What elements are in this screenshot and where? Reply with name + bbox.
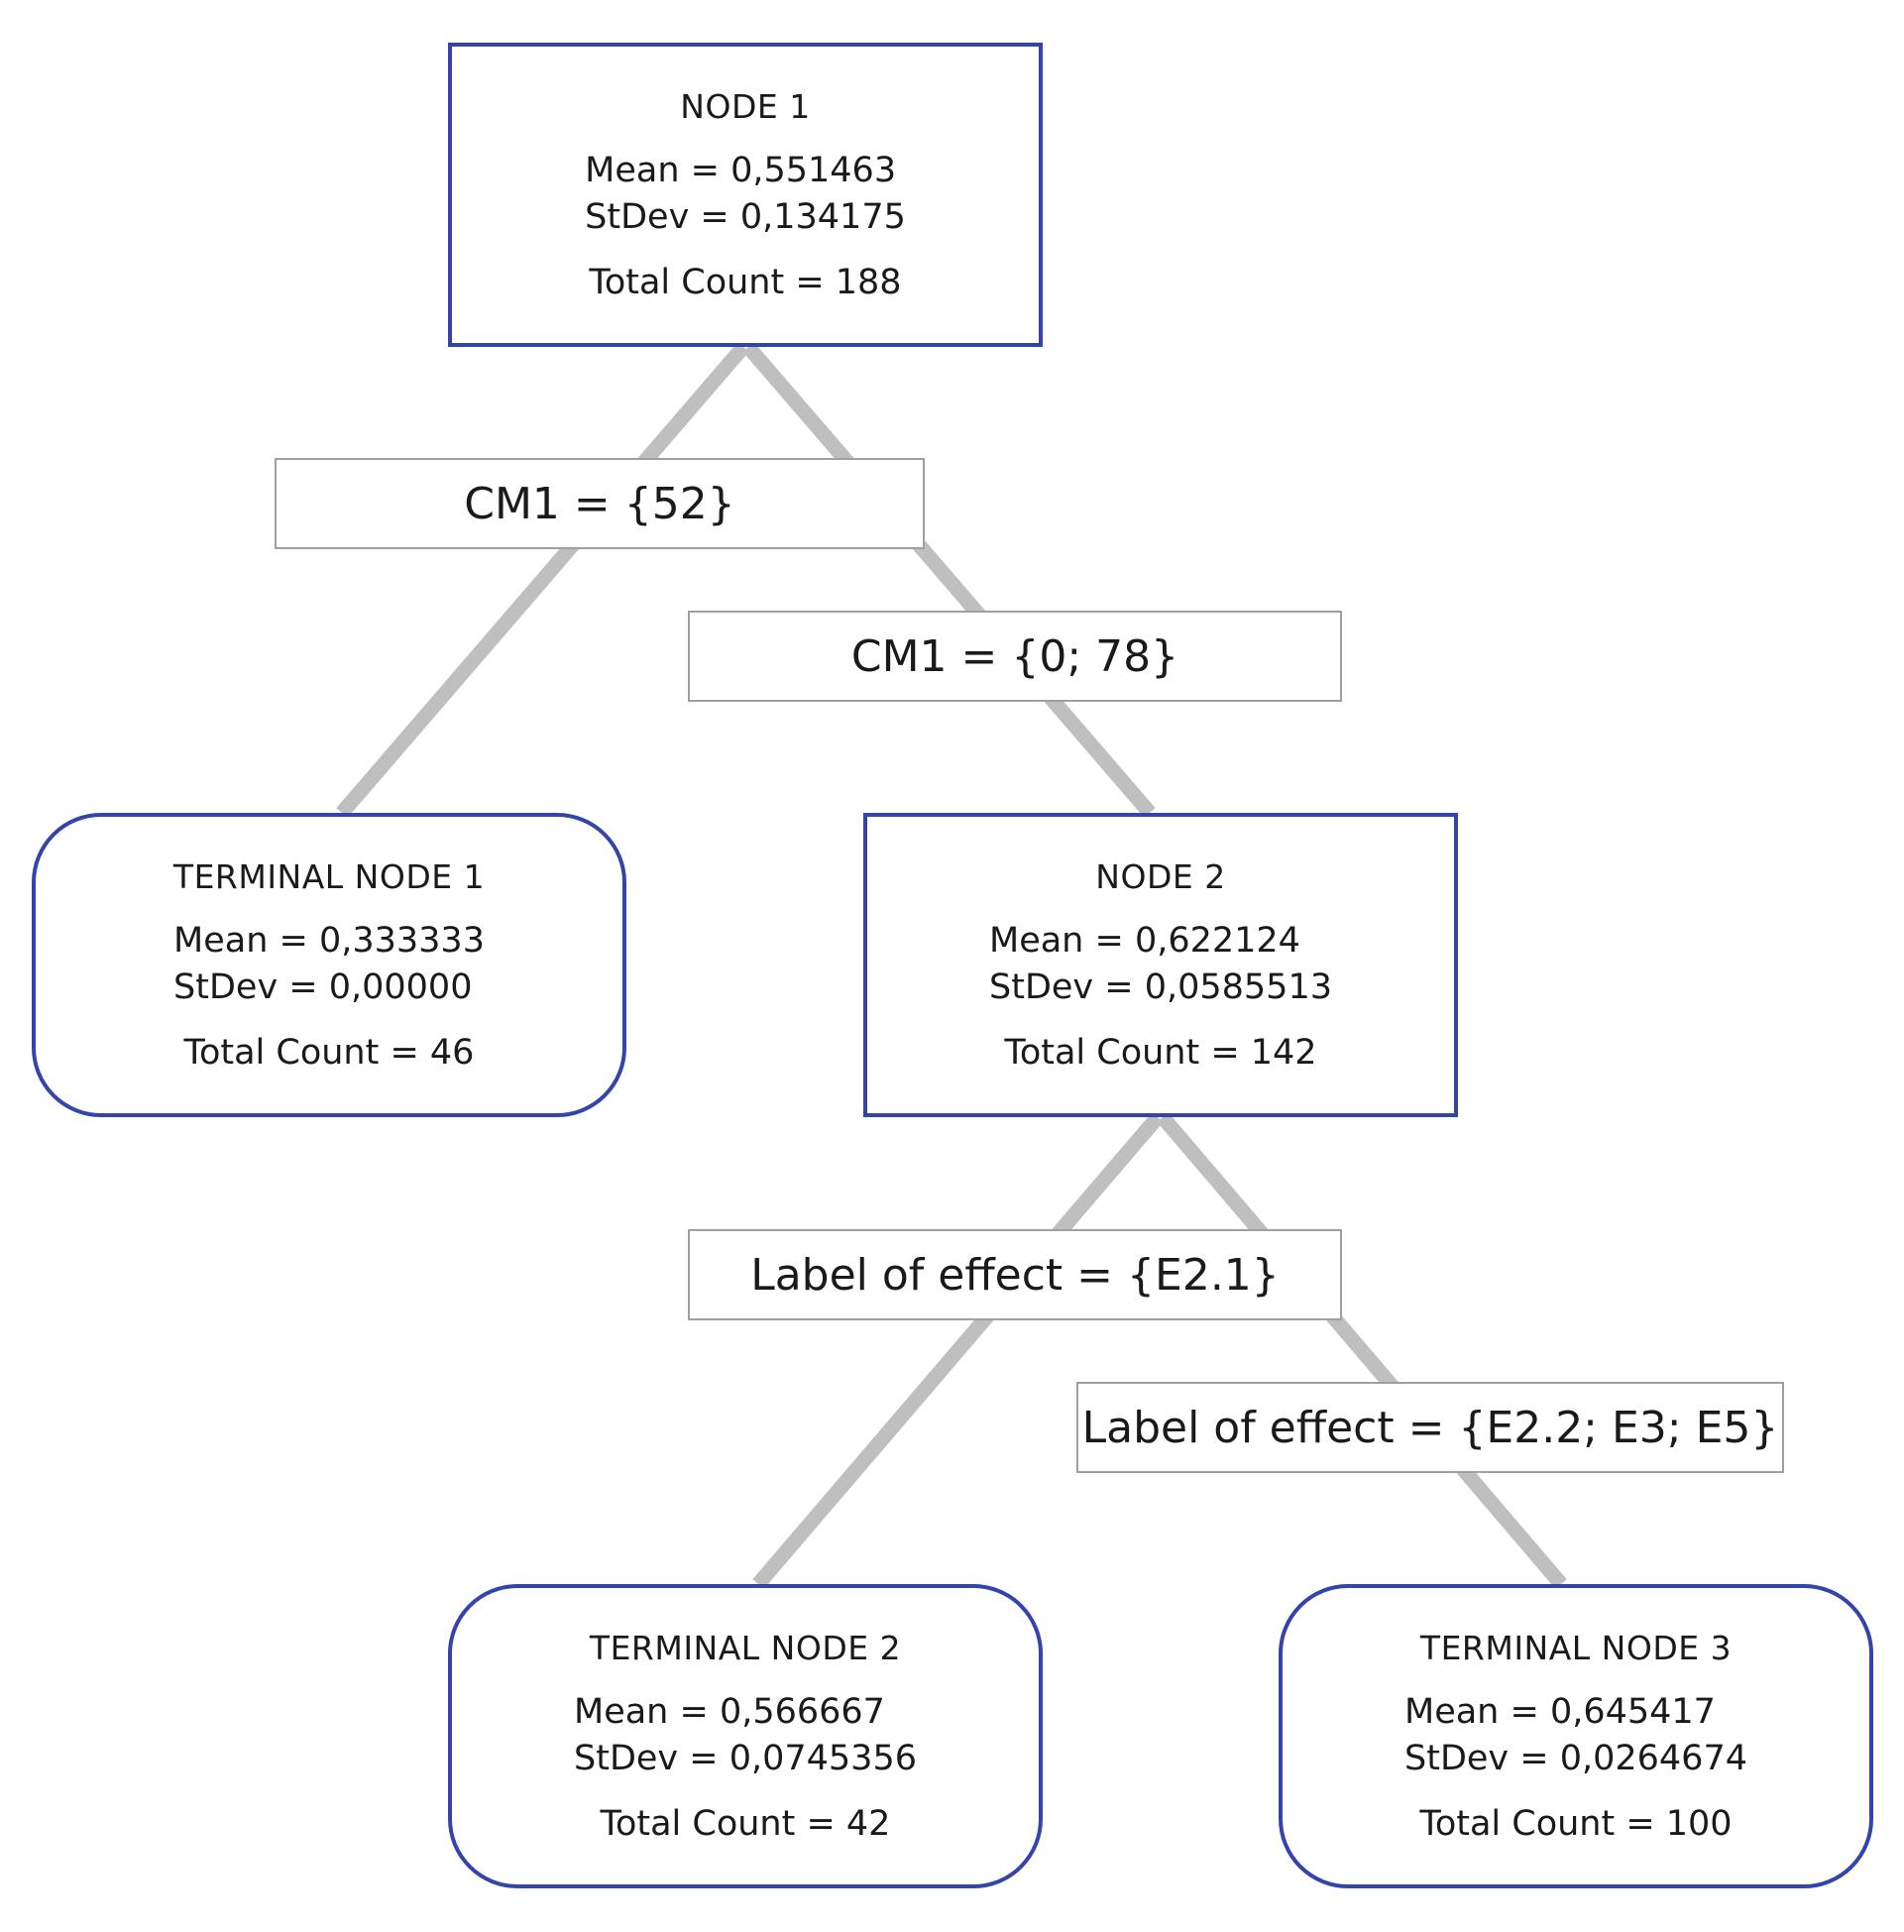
node-mean: Mean = 0,333333 [173, 921, 485, 961]
terminal-node-3: TERMINAL NODE 3 Mean = 0,645417 StDev = … [1279, 1584, 1873, 1888]
node-stdev: StDev = 0,0585513 [989, 967, 1332, 1007]
node-stdev: StDev = 0,134175 [585, 197, 906, 237]
node-count: Total Count = 42 [600, 1804, 891, 1844]
node-stdev: StDev = 0,0264674 [1404, 1739, 1747, 1778]
node-title: TERMINAL NODE 2 [589, 1629, 902, 1667]
node-title: TERMINAL NODE 3 [1419, 1629, 1733, 1667]
edge-node2-terminal2 [752, 1112, 1164, 1589]
edge-node1-node2 [742, 342, 1156, 818]
node-mean: Mean = 0,566667 [574, 1692, 885, 1732]
node-1: NODE 1 Mean = 0,551463 StDev = 0,134175 … [448, 43, 1043, 347]
terminal-node-2: TERMINAL NODE 2 Mean = 0,566667 StDev = … [448, 1584, 1043, 1888]
node-count: Total Count = 142 [1004, 1033, 1317, 1073]
node-title: TERMINAL NODE 1 [172, 857, 486, 896]
node-count: Total Count = 188 [589, 263, 902, 302]
split-condition-cm1-52: CM1 = {52} [275, 458, 925, 549]
edge-node1-terminal1 [336, 342, 749, 818]
node-title: NODE 1 [680, 87, 811, 126]
edge-node2-terminal3 [1157, 1112, 1567, 1589]
node-stdev: StDev = 0,00000 [173, 967, 473, 1007]
split-condition-effect-e2-1: Label of effect = {E2.1} [688, 1229, 1342, 1320]
node-title: NODE 2 [1095, 857, 1226, 896]
node-mean: Mean = 0,622124 [989, 921, 1300, 961]
split-condition-cm1-0-78: CM1 = {0; 78} [688, 611, 1342, 702]
node-2: NODE 2 Mean = 0,622124 StDev = 0,0585513… [863, 813, 1458, 1117]
node-count: Total Count = 46 [183, 1033, 475, 1073]
split-condition-effect-e2-2-e3-e5: Label of effect = {E2.2; E3; E5} [1076, 1382, 1784, 1473]
node-count: Total Count = 100 [1419, 1804, 1733, 1844]
node-mean: Mean = 0,551463 [585, 151, 897, 190]
node-stdev: StDev = 0,0745356 [574, 1739, 917, 1778]
terminal-node-1: TERMINAL NODE 1 Mean = 0,333333 StDev = … [32, 813, 626, 1117]
node-mean: Mean = 0,645417 [1404, 1692, 1716, 1732]
